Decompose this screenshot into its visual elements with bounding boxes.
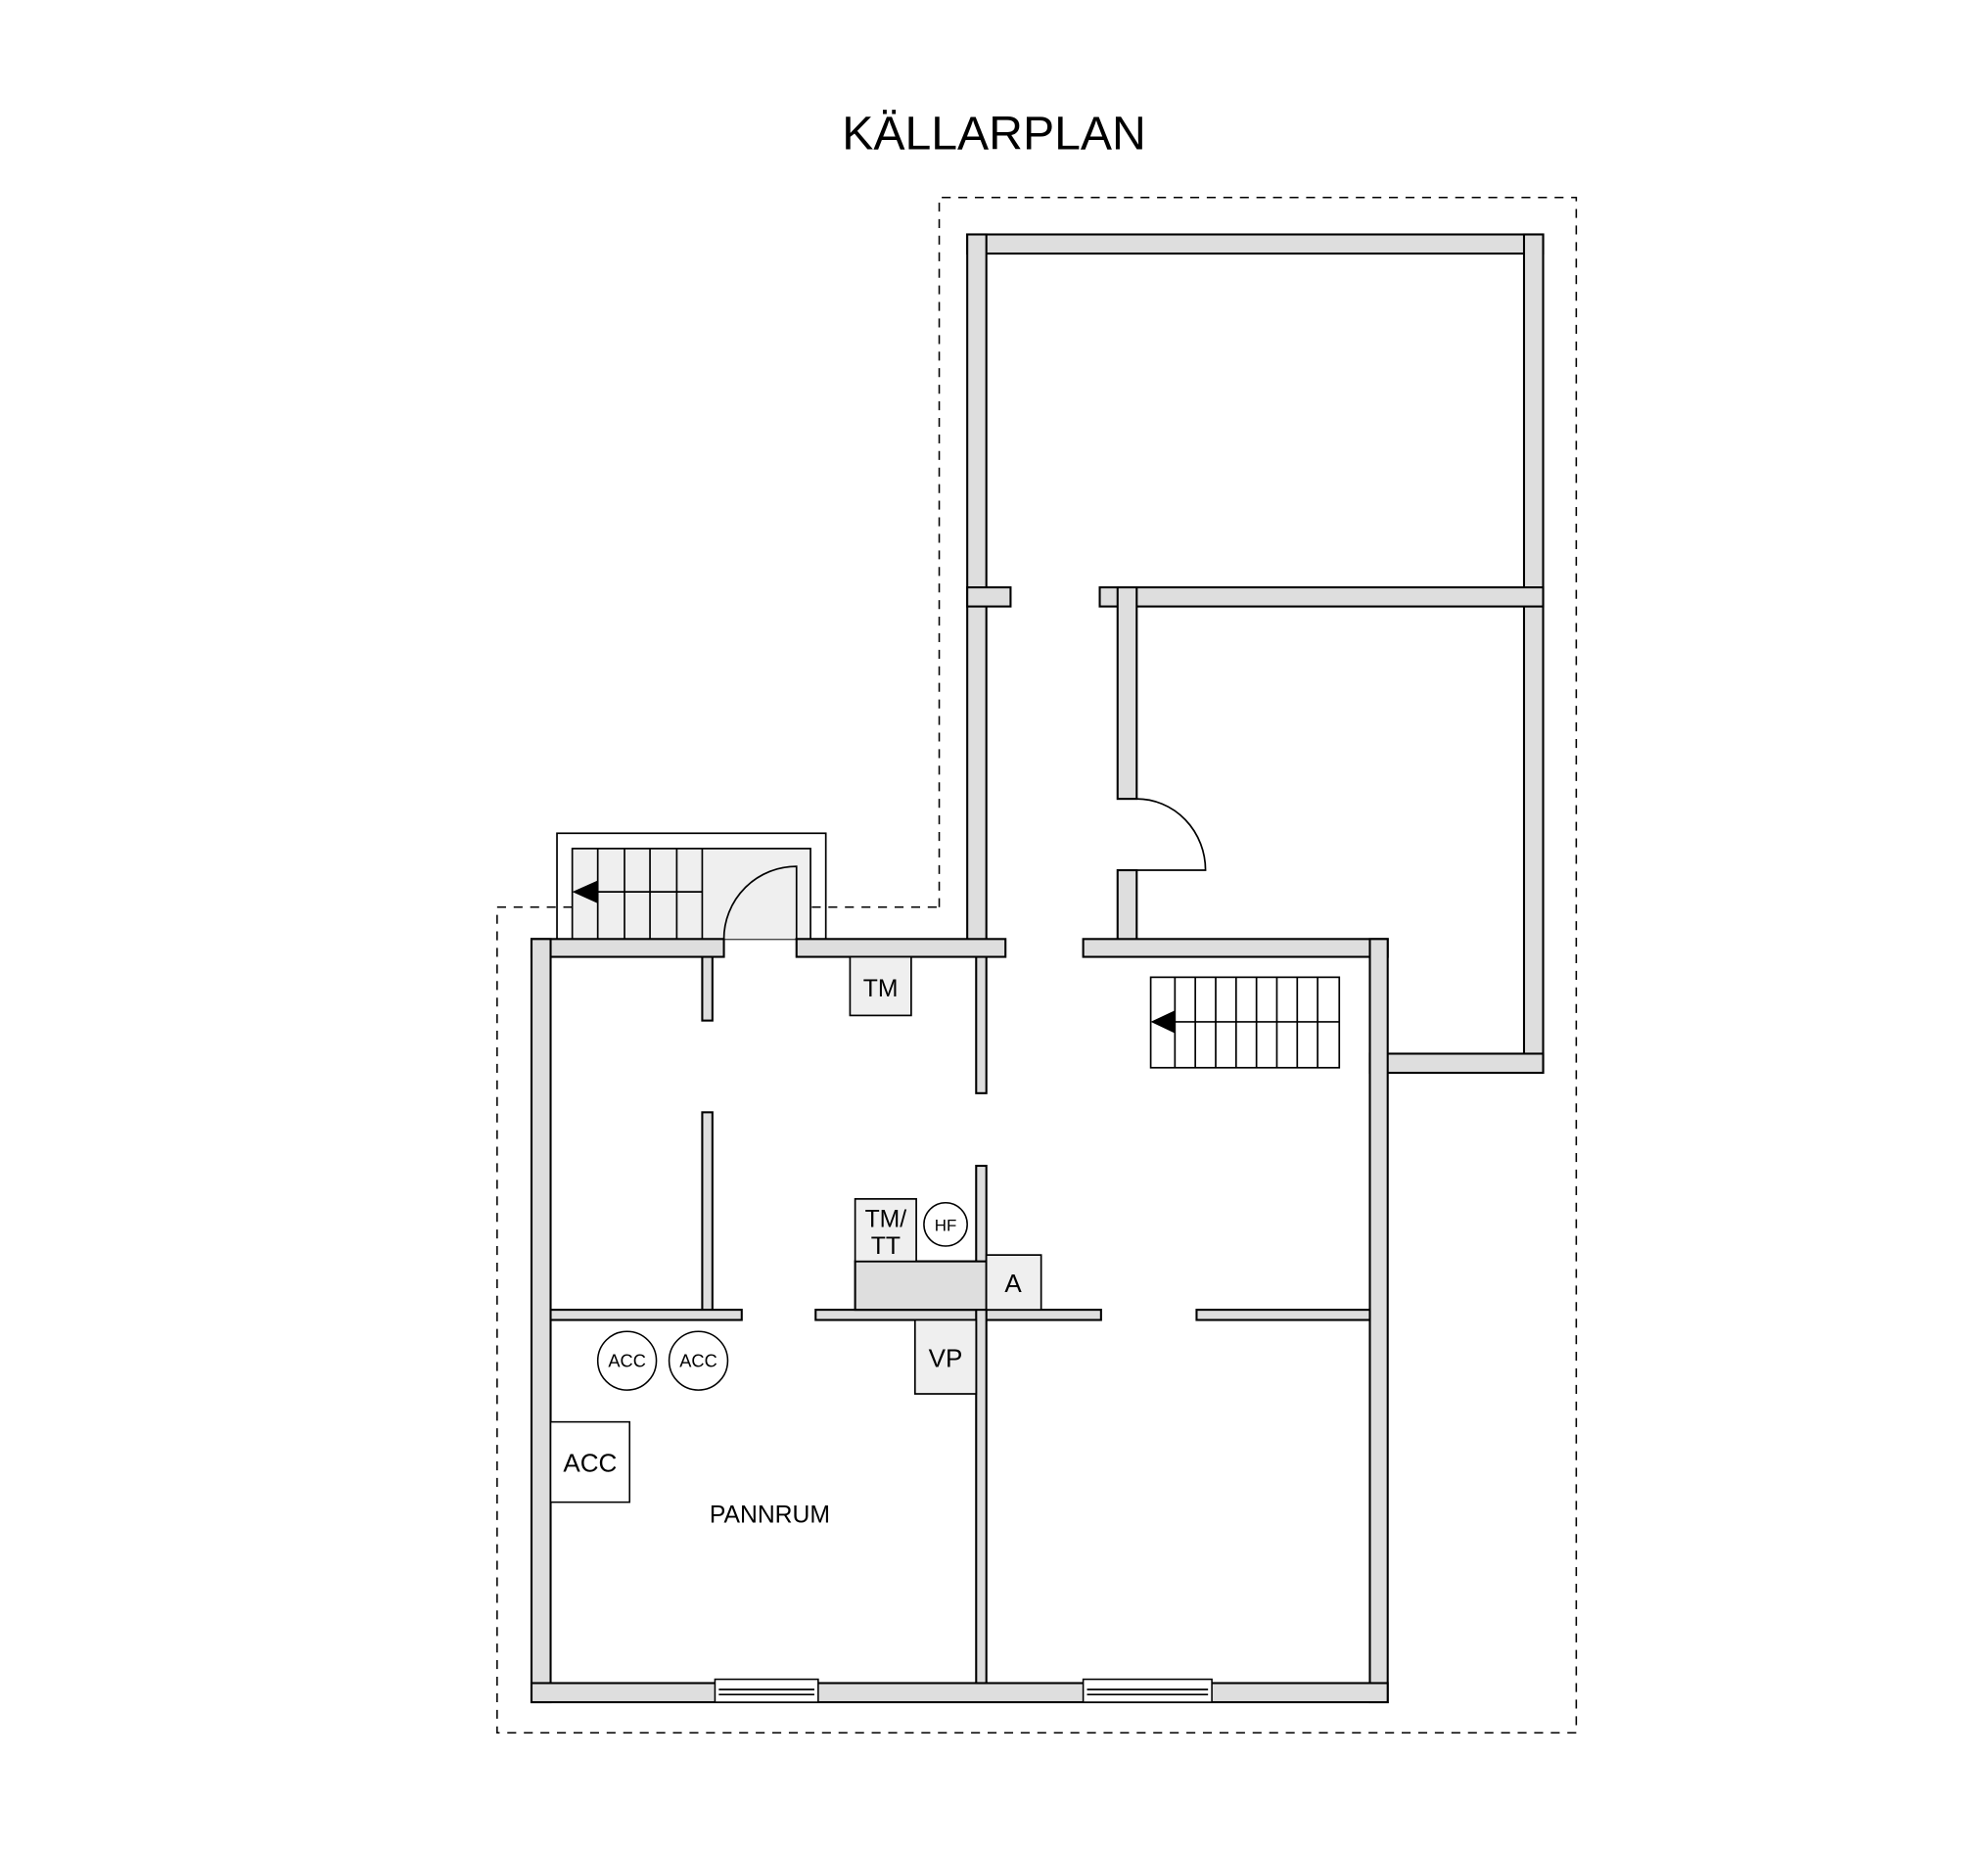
svg-text:VP: VP	[929, 1344, 963, 1373]
svg-text:ACC: ACC	[679, 1352, 717, 1371]
window	[1082, 1678, 1213, 1703]
fixture-tm-tt: TM/ TT	[854, 1198, 977, 1263]
svg-text:TT: TT	[871, 1233, 901, 1260]
interior-door[interactable]	[1136, 798, 1207, 871]
svg-text:HF: HF	[935, 1216, 957, 1234]
plan-title: KÄLLARPLAN	[842, 107, 1145, 160]
fixture-acc-tank: ACC	[668, 1330, 729, 1391]
svg-text:TM/: TM/	[865, 1206, 907, 1232]
fixture-acc-box: ACC	[549, 1420, 631, 1503]
walls	[530, 233, 1545, 1704]
svg-text:ACC: ACC	[608, 1352, 645, 1371]
fixture-tm: TM	[849, 955, 912, 1017]
fixture-a: A	[985, 1254, 1042, 1311]
room-label-pannrum: PANNRUM	[710, 1502, 830, 1528]
fixture-vp: VP	[913, 1318, 978, 1395]
svg-text:ACC: ACC	[563, 1448, 617, 1477]
fixture-acc-tank: ACC	[596, 1330, 658, 1391]
interior-stair	[1149, 976, 1341, 1069]
window	[714, 1678, 819, 1703]
svg-text:A: A	[1004, 1269, 1022, 1298]
exterior-door[interactable]	[722, 865, 798, 957]
fixture-hf: HF	[923, 1201, 968, 1247]
stair-arrow-icon	[1150, 1010, 1176, 1034]
plot-outline	[496, 196, 1578, 1734]
svg-text:TM: TM	[863, 976, 899, 1002]
stair-arrow-icon	[572, 880, 598, 903]
